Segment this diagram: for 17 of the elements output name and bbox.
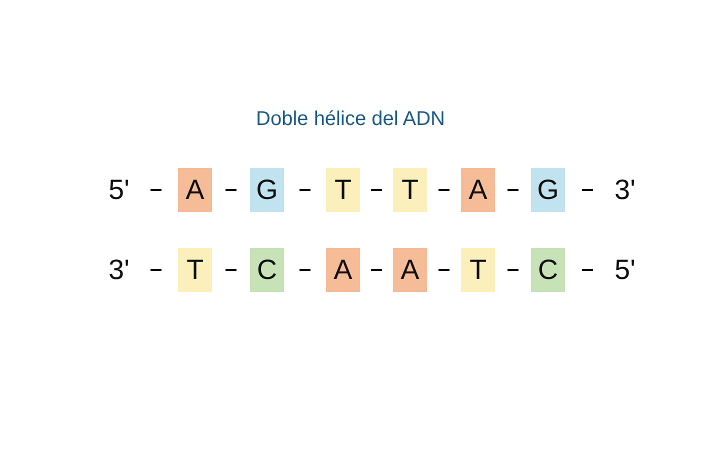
title: Doble hélice del ADN: [255, 108, 446, 131]
strand-end-label: 5': [104, 168, 134, 212]
nucleotide-box: A: [461, 168, 495, 212]
strand-end-label: 5': [610, 248, 640, 292]
nucleotide-box: C: [531, 248, 565, 292]
nucleotide-box: A: [326, 248, 360, 292]
nucleotide-box: G: [250, 168, 284, 212]
nucleotide-box: G: [531, 168, 565, 212]
strand-end-label: 3': [610, 168, 640, 212]
nucleotide-box: A: [393, 248, 427, 292]
nucleotide-box: C: [250, 248, 284, 292]
nucleotide-box: T: [393, 168, 427, 212]
nucleotide-box: T: [178, 248, 212, 292]
nucleotide-box: T: [461, 248, 495, 292]
strand-end-label: 3': [104, 248, 134, 292]
nucleotide-box: T: [326, 168, 360, 212]
nucleotide-box: A: [178, 168, 212, 212]
